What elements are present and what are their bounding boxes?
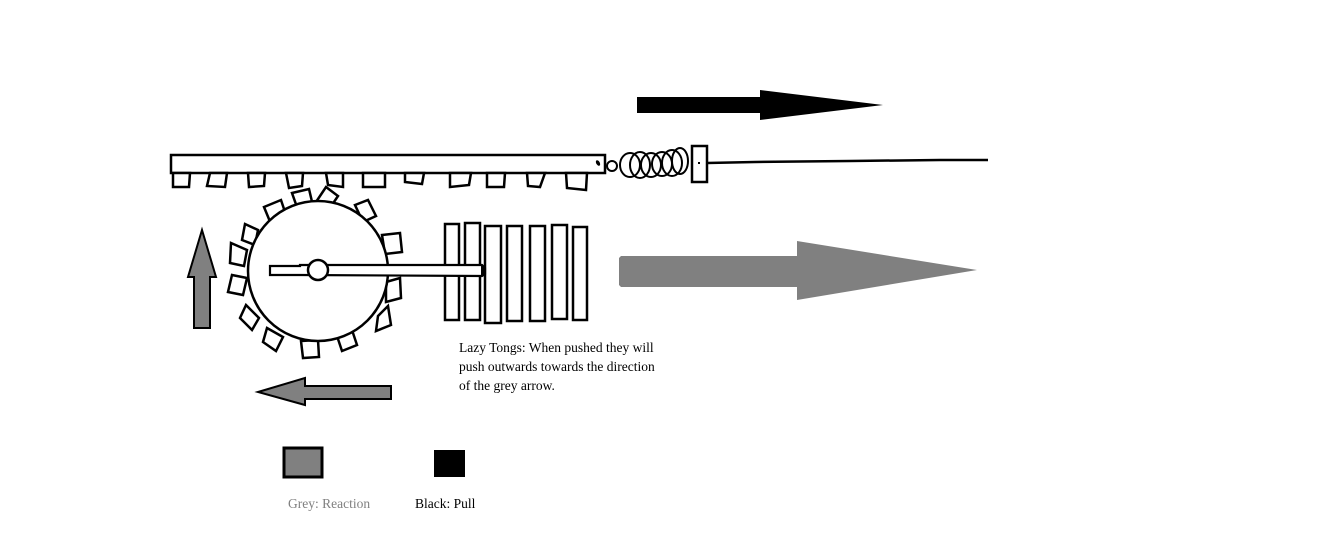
rack (169, 153, 607, 192)
reaction-arrow-left (254, 376, 392, 407)
reaction-arrow-up (186, 226, 218, 329)
tongs-bar (505, 224, 524, 323)
gear-axle (306, 258, 330, 282)
spring (606, 147, 689, 179)
lazy-tongs (443, 221, 589, 325)
legend-grey-swatch (282, 446, 324, 479)
tongs-bar (483, 224, 503, 325)
pull-block-pin (698, 162, 700, 164)
rack-teeth (171, 171, 589, 192)
legend-black-label: Black: Pull (415, 496, 476, 511)
tongs-bar (571, 225, 589, 322)
tongs-bar (528, 224, 547, 323)
tongs-bar (550, 223, 569, 321)
rack-bar (169, 153, 607, 175)
gear-rod (268, 258, 487, 282)
reaction-arrow-right (619, 241, 977, 300)
pull-line (706, 158, 988, 165)
legend-grey-label: Grey: Reaction (288, 496, 371, 511)
legend-black-swatch (434, 450, 465, 477)
lazy-tongs-note: Lazy Tongs: When pushed they will push o… (459, 340, 655, 393)
rack-pin (595, 160, 601, 166)
pull-arrow (637, 90, 883, 120)
